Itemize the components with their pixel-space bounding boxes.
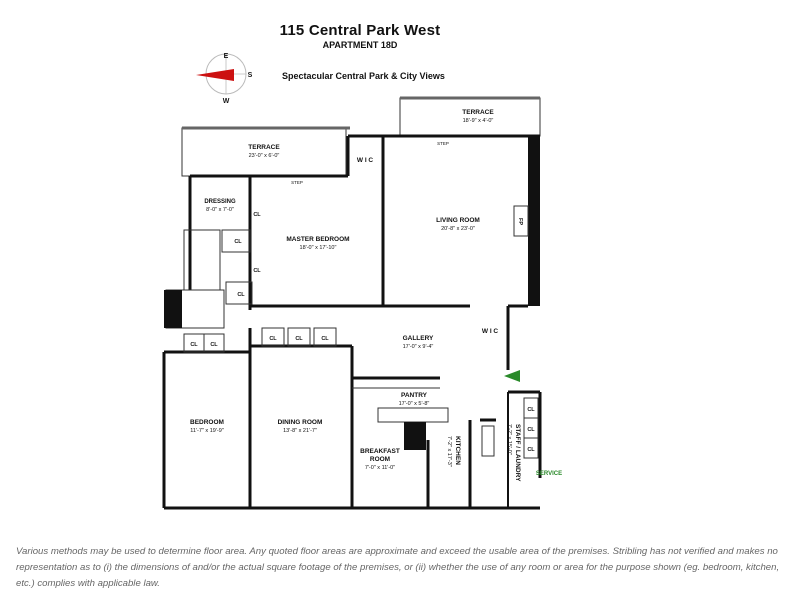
cl-label-10: CL xyxy=(527,407,535,413)
terrace-left-outline xyxy=(181,127,347,177)
compass-arrow xyxy=(196,69,234,81)
gallery-name: GALLERY xyxy=(403,335,434,342)
step-right: STEP xyxy=(437,141,449,146)
living-name: LIVING ROOM xyxy=(436,217,480,224)
compass-e: E xyxy=(224,53,229,60)
cl-label-4: CL xyxy=(237,292,245,298)
cl-label-8: CL xyxy=(295,336,303,342)
staff-dim: 7'-2" x 15'-0" xyxy=(506,424,512,455)
listing-title: 115 Central Park West xyxy=(279,22,441,39)
disclaimer-text: Various methods may be used to determine… xyxy=(16,546,780,589)
master-name: MASTER BEDROOM xyxy=(286,236,349,243)
fp-label: FP xyxy=(517,218,523,225)
wic-label-top: W I C xyxy=(357,157,374,164)
service-label: SERVICE xyxy=(536,471,562,477)
step-left: STEP xyxy=(291,180,303,185)
views-caption: Spectacular Central Park & City Views xyxy=(282,71,445,81)
cl-label-3: CL xyxy=(253,268,261,274)
kitchen-dim: 7'-2" x 17'-3" xyxy=(446,436,452,467)
wic-label-gallery: W I C xyxy=(482,328,499,335)
cl-label-6: CL xyxy=(210,342,218,348)
cl-label-7: CL xyxy=(269,336,277,342)
breakfast-dim: 7'-0" x 11'-0" xyxy=(365,465,395,471)
bedroom-dim: 11'-7" x 19'-9" xyxy=(190,428,223,434)
cl-label-11: CL xyxy=(527,427,535,433)
compass-w: W xyxy=(223,98,230,105)
gallery-dim: 17'-0" x 9'-4" xyxy=(403,344,434,350)
apartment-number: APARTMENT 18D xyxy=(322,40,398,50)
staff-name: STAFF / LAUNDRY xyxy=(514,424,521,482)
kitchen-name: KITCHEN xyxy=(454,436,461,465)
master-dim: 18'-0" x 17'-10" xyxy=(300,245,337,251)
terrace-right-name: TERRACE xyxy=(462,109,494,116)
compass-s: S xyxy=(248,72,253,79)
cl-label-2: CL xyxy=(234,239,242,245)
dining-name: DINING ROOM xyxy=(278,419,323,426)
terrace-right-dim: 18'-9" x 4'-0" xyxy=(463,118,494,124)
cl-label-9: CL xyxy=(321,336,329,342)
dressing-name: DRESSING xyxy=(204,199,236,205)
breakfast-name2: ROOM xyxy=(370,456,390,463)
pantry-dim: 17'-0" x 5'-8" xyxy=(399,401,430,407)
fireplace xyxy=(513,205,529,237)
breakfast-name: BREAKFAST xyxy=(360,448,400,455)
cl-label-1: CL xyxy=(253,212,261,218)
terrace-left-dim: 23'-0" x 6'-0" xyxy=(249,153,280,159)
pantry-name: PANTRY xyxy=(401,392,428,399)
dressing-dim: 8'-0" x 7'-0" xyxy=(206,207,234,213)
dining-dim: 13'-8" x 21'-7" xyxy=(283,428,317,434)
floor-plan: TERRACE 23'-0" x 6'-0" TERRACE 18'-9" x … xyxy=(162,96,562,510)
compass-icon: E S W xyxy=(196,53,253,105)
cl-label-12: CL xyxy=(527,447,535,453)
bedroom-name: BEDROOM xyxy=(190,419,224,426)
terrace-right-outline xyxy=(399,97,541,137)
living-dim: 20'-8" x 23'-0" xyxy=(441,226,475,232)
terrace-left-name: TERRACE xyxy=(248,144,280,151)
cl-label-5: CL xyxy=(190,342,198,348)
entry-arrow-icon xyxy=(504,370,520,382)
